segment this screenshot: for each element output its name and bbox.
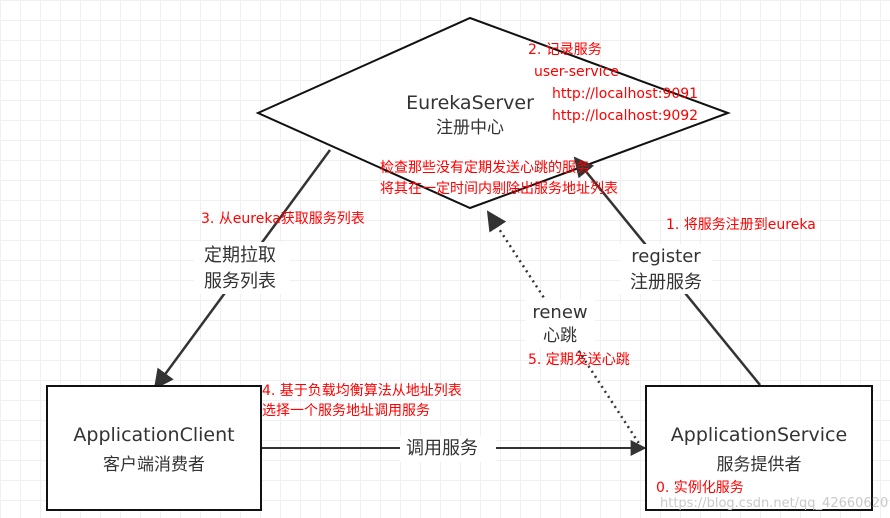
note-record-url-2: http://localhost:9092 (552, 108, 699, 124)
application-client-box[interactable]: ApplicationClient 客户端消费者 (46, 385, 262, 511)
invoke-edge-label: 调用服务 (406, 438, 478, 459)
note-fetch: 3. 从eureka获取服务列表 (201, 211, 365, 227)
note-record-service: user-service (534, 64, 619, 80)
note-record-url-1: http://localhost:9091 (552, 86, 699, 102)
note-record-title: 2. 记录服务 (528, 42, 602, 58)
note-instantiate: 0. 实例化服务 (656, 480, 744, 496)
renew-label-bg (525, 300, 595, 348)
application-service-box[interactable]: ApplicationService 服务提供者 (645, 385, 873, 511)
register-label-bg (620, 244, 712, 294)
renew-edge-label-2: 心跳 (543, 326, 577, 346)
invoke-label-bg (400, 436, 496, 462)
note-balance-line-2: 选择一个服务地址调用服务 (262, 403, 430, 419)
renew-edge-label-1: renew (532, 302, 588, 323)
fetch-edge-label-2: 服务列表 (204, 271, 276, 292)
watermark: https://blog.csdn.net/qq_42660620 (660, 496, 889, 511)
note-balance-line-1: 4. 基于负载均衡算法从地址列表 (262, 383, 462, 399)
application-service-name: ApplicationService (670, 424, 848, 446)
eureka-server-subtitle: 注册中心 (436, 118, 504, 138)
application-client-name: ApplicationClient (73, 424, 235, 446)
renew-arrow (486, 210, 644, 449)
note-check-line-1: 检查那些没有定期发送心跳的服务 (380, 160, 590, 176)
note-heartbeat: 5. 定期发送心跳 (528, 352, 630, 368)
application-service-subtitle: 服务提供者 (716, 455, 802, 475)
register-edge-label-2: 注册服务 (630, 272, 702, 293)
note-check-line-2: 将其在一定时间内剔除出服务地址列表 (380, 181, 618, 197)
register-edge-label-1: register (631, 246, 701, 267)
application-client-subtitle: 客户端消费者 (103, 455, 205, 475)
fetch-label-bg (194, 242, 290, 294)
fetch-edge-label-1: 定期拉取 (204, 245, 276, 266)
eureka-server-name: EurekaServer (406, 92, 534, 114)
eureka-server-diamond[interactable] (255, 16, 731, 210)
note-register: 1. 将服务注册到eureka (666, 217, 816, 233)
